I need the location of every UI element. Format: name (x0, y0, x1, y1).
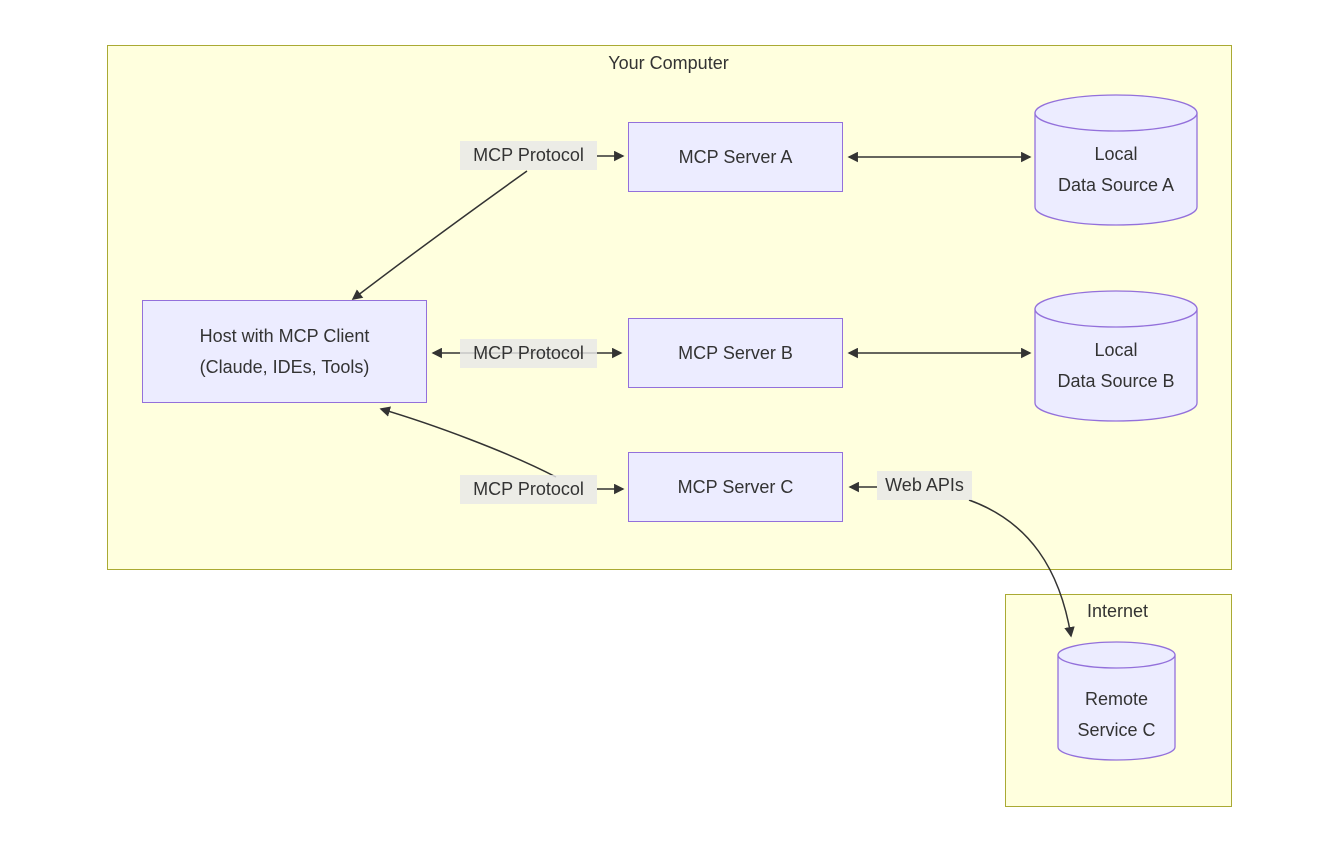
cylinder-local-data-source-b (1034, 290, 1198, 422)
node-host-line1: Host with MCP Client (199, 325, 370, 346)
node-mcp-server-a-label: MCP Server A (678, 146, 793, 167)
edge-host-server-c-curve (379, 406, 557, 478)
edge-host-server-a-curve (351, 170, 528, 300)
node-local-data-source-b: Local Data Source B (1035, 331, 1197, 401)
edge-label-mcp-protocol-b: MCP Protocol (460, 339, 597, 368)
node-local-data-source-b-line2: Data Source B (1057, 371, 1175, 391)
node-mcp-server-b-label: MCP Server B (678, 342, 793, 363)
cylinder-remote-service-c (1057, 641, 1176, 761)
node-local-data-source-a-line1: Local (1094, 144, 1138, 164)
edge-label-web-apis: Web APIs (877, 471, 972, 500)
node-host-line2: (Claude, IDEs, Tools) (199, 356, 370, 377)
node-host: Host with MCP Client (Claude, IDEs, Tool… (142, 300, 427, 403)
cluster-internet-title: Internet (1086, 601, 1149, 621)
node-local-data-source-a: Local Data Source A (1035, 135, 1197, 205)
node-remote-service-c: Remote Service C (1048, 680, 1185, 750)
cylinder-local-data-source-a (1034, 94, 1198, 226)
edge-label-mcp-protocol-a: MCP Protocol (460, 141, 597, 170)
node-mcp-server-c: MCP Server C (628, 452, 843, 522)
node-remote-service-c-line2: Service C (1077, 720, 1156, 740)
cluster-your-computer-title: Your Computer (608, 53, 729, 73)
node-local-data-source-b-line1: Local (1094, 340, 1138, 360)
edge-web-apis-to-remote-c-curve (968, 499, 1075, 638)
node-mcp-server-b: MCP Server B (628, 318, 843, 388)
node-local-data-source-a-line2: Data Source A (1057, 175, 1175, 195)
edge-label-mcp-protocol-c: MCP Protocol (460, 475, 597, 504)
node-remote-service-c-line1: Remote (1084, 689, 1149, 709)
node-mcp-server-a: MCP Server A (628, 122, 843, 192)
node-mcp-server-c-label: MCP Server C (677, 476, 794, 497)
